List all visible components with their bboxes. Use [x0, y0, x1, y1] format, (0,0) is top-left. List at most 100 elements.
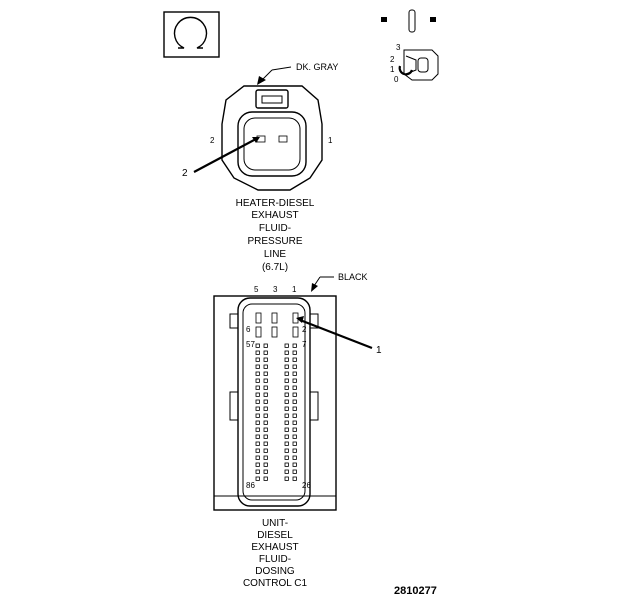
dosing-small-cavity — [255, 399, 260, 404]
dosing-caption-line-3: EXHAUST — [251, 542, 298, 553]
dosing-small-cavity — [263, 378, 268, 383]
dosing-small-cavity — [292, 469, 297, 474]
small-view-number-2: 2 — [390, 55, 395, 64]
dosing-small-cavity — [255, 469, 260, 474]
dosing-caption-line-6: CONTROL C1 — [243, 578, 308, 589]
dosing-small-cavity — [255, 371, 260, 376]
dosing-small-cavity — [263, 357, 268, 362]
dosing-small-cavity — [255, 476, 260, 481]
dosing-small-cavity — [292, 413, 297, 418]
terminal-omega-icon — [163, 11, 220, 58]
dosing-connector-caption: UNIT- DIESEL EXHAUST FLUID- DOSING CONTR… — [243, 518, 308, 589]
dosing-color-label: BLACK — [338, 272, 368, 282]
terminal-clip-icon: 3 2 1 0 — [390, 43, 439, 84]
dosing-small-cavity — [284, 441, 289, 446]
dosing-small-cavity — [263, 406, 268, 411]
figure-number: 2810277 — [394, 585, 437, 597]
small-view-number-3: 3 — [396, 43, 401, 52]
dosing-small-cavity — [284, 343, 289, 348]
dosing-small-cavity — [263, 364, 268, 369]
dosing-small-cavity — [284, 357, 289, 362]
dosing-small-cavity — [284, 462, 289, 467]
dosing-pin-5: 5 — [254, 285, 259, 294]
dosing-small-cavity — [263, 434, 268, 439]
terminal-pin-icon — [381, 9, 436, 33]
dosing-small-cavity — [292, 343, 297, 348]
dosing-small-cavity — [284, 371, 289, 376]
dosing-small-cavity — [255, 385, 260, 390]
dosing-pin-2: 2 — [302, 325, 307, 334]
dosing-small-cavity — [284, 427, 289, 432]
heater-pin-left: 2 — [210, 136, 215, 145]
dosing-small-cavity — [263, 427, 268, 432]
dosing-small-cavity — [284, 392, 289, 397]
dosing-small-cavity — [292, 476, 297, 481]
dosing-small-cavity — [255, 343, 260, 348]
dosing-small-cavity — [284, 420, 289, 425]
dosing-callout-number: 1 — [376, 345, 382, 356]
dosing-small-cavity — [263, 399, 268, 404]
dosing-small-cavity — [263, 371, 268, 376]
dosing-pin-1: 1 — [292, 285, 297, 294]
dosing-small-cavity — [255, 441, 260, 446]
dosing-small-cavity — [263, 448, 268, 453]
dosing-small-cavity — [292, 371, 297, 376]
dosing-pin-26: 26 — [302, 481, 311, 490]
small-view-number-0: 0 — [394, 75, 399, 84]
dosing-small-cavity — [284, 455, 289, 460]
dosing-small-cavity — [284, 399, 289, 404]
dosing-small-cavity — [255, 455, 260, 460]
dosing-caption-line-5: DOSING — [255, 566, 295, 577]
dosing-small-cavity — [255, 378, 260, 383]
dosing-small-cavity — [255, 413, 260, 418]
dosing-caption-line-2: DIESEL — [257, 530, 293, 541]
dosing-small-cavity — [263, 476, 268, 481]
heater-caption-line-1: HEATER-DIESEL — [236, 198, 315, 209]
dosing-small-cavity — [284, 378, 289, 383]
dosing-small-cavity — [292, 357, 297, 362]
heater-pin-right: 1 — [328, 136, 333, 145]
dosing-small-cavity — [292, 427, 297, 432]
dosing-small-cavity — [292, 378, 297, 383]
dosing-pin-57: 57 — [246, 340, 255, 349]
dosing-small-cavity — [284, 476, 289, 481]
dosing-small-cavity — [263, 350, 268, 355]
dosing-small-cavity — [292, 385, 297, 390]
heater-caption-line-2: EXHAUST — [251, 210, 298, 221]
dosing-pin-7: 7 — [302, 340, 307, 349]
heater-cavity-1 — [278, 135, 288, 143]
heater-caption-line-3: FLUID- — [259, 223, 291, 234]
dosing-small-cavity — [255, 462, 260, 467]
dosing-small-cavity — [263, 469, 268, 474]
heater-caption-line-6: (6.7L) — [262, 262, 288, 273]
dosing-small-cavity — [255, 364, 260, 369]
dosing-small-cavity — [292, 434, 297, 439]
dosing-small-cavities — [255, 343, 297, 481]
dosing-small-cavity — [255, 392, 260, 397]
dosing-small-cavity — [255, 427, 260, 432]
dosing-small-cavity — [284, 434, 289, 439]
dosing-small-cavity — [263, 462, 268, 467]
dosing-small-cavity — [292, 420, 297, 425]
dosing-small-cavity — [284, 350, 289, 355]
dosing-small-cavity — [292, 364, 297, 369]
heater-caption-line-4: PRESSURE — [247, 236, 302, 247]
dosing-small-cavity — [292, 448, 297, 453]
dosing-small-cavity — [263, 441, 268, 446]
dosing-small-cavity — [292, 441, 297, 446]
dosing-small-cavity — [263, 385, 268, 390]
dosing-small-cavity — [292, 406, 297, 411]
dosing-small-cavity — [263, 455, 268, 460]
dosing-caption-line-4: FLUID- — [259, 554, 291, 565]
heater-caption-line-5: LINE — [264, 249, 287, 260]
dosing-small-cavity — [263, 413, 268, 418]
small-view-number-1: 1 — [390, 65, 395, 74]
heater-color-label: DK. GRAY — [296, 62, 338, 72]
dosing-small-cavity — [255, 406, 260, 411]
dosing-small-cavity — [284, 364, 289, 369]
dosing-small-cavity — [255, 350, 260, 355]
dosing-control-connector: 5 3 1 6 2 57 7 86 26 — [213, 285, 337, 511]
dosing-small-cavity — [263, 343, 268, 348]
dosing-small-cavity — [284, 413, 289, 418]
